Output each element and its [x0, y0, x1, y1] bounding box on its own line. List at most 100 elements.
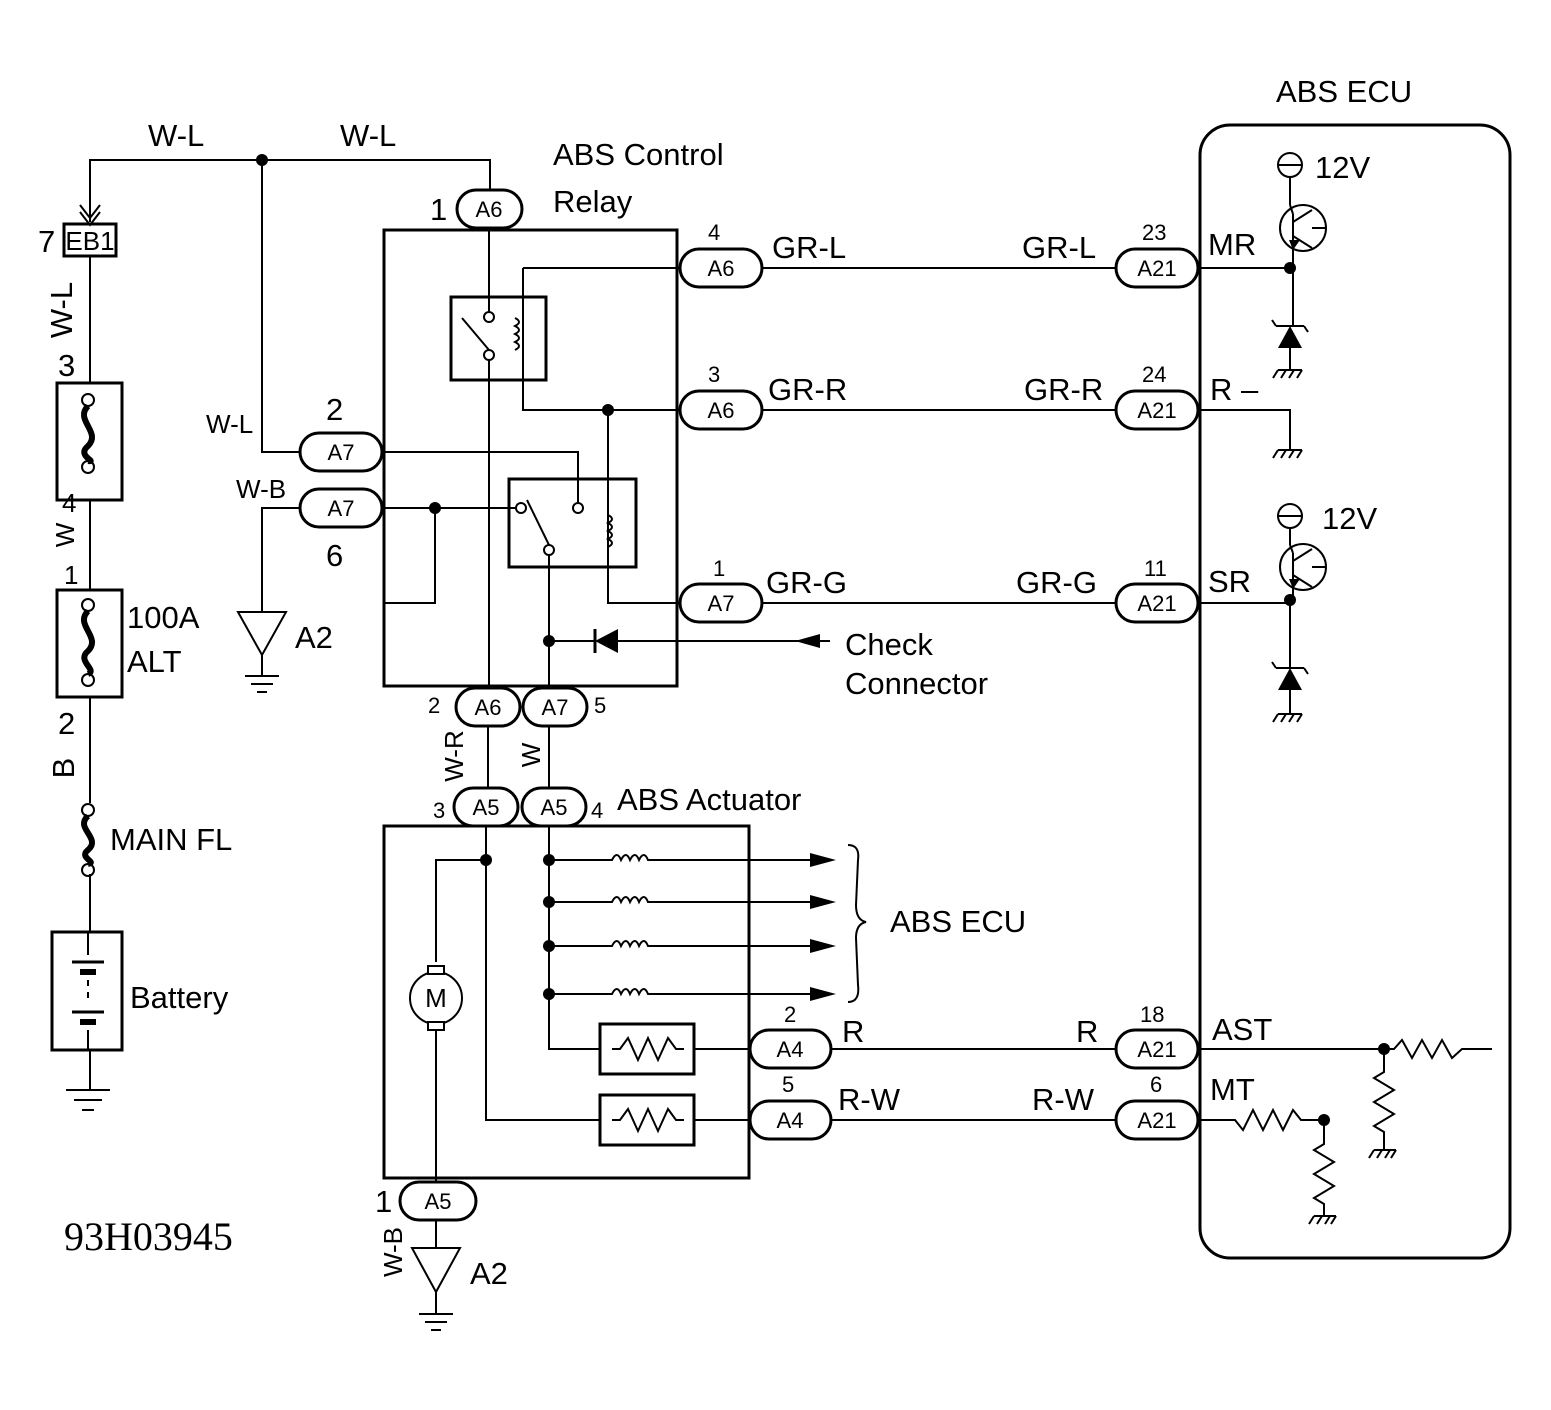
connector-a5-bottom: A5 — [425, 1189, 452, 1214]
wire-r-left: R — [842, 1014, 864, 1049]
pin-a4-r: 2 — [784, 1002, 796, 1027]
connector-a5-right: A5 — [541, 795, 568, 820]
actuator-ground-a2: A5 — [398, 1180, 478, 1331]
alt-fuse-rating: 100A — [127, 600, 200, 635]
wire-w-vertical: W — [50, 522, 80, 547]
connector-a21-mr: A21 — [1137, 256, 1176, 281]
wire-grg-left: GR-G — [766, 565, 847, 600]
pin-a21-r: 24 — [1142, 362, 1166, 387]
connector-a7-bottom: A7 — [542, 695, 569, 720]
check-connector-line2: Connector — [845, 666, 988, 701]
r-minus-ground — [1198, 409, 1303, 459]
wire-r-right: R — [1076, 1014, 1098, 1049]
pin-a6-bottom: 2 — [428, 693, 440, 718]
pin-a21-mr: 23 — [1142, 220, 1166, 245]
pin-fuse-top: 3 — [58, 348, 75, 383]
pin-fuse-bottom: 4 — [62, 488, 76, 518]
pin-a5-right: 4 — [591, 798, 603, 823]
connector-a21-r: A21 — [1137, 398, 1176, 423]
pin-a6-grl: 4 — [708, 220, 720, 245]
ground-a2-actuator-label: A2 — [470, 1256, 508, 1291]
connector-a7-upper: A7 — [328, 440, 355, 465]
solenoid-coils — [549, 853, 836, 1001]
wire-wl-top-right: W-L — [340, 118, 396, 153]
ecu-title: ABS ECU — [1276, 74, 1412, 109]
wire-wr-vertical: W-R — [439, 730, 469, 782]
wire-wb-actuator: W-B — [378, 1227, 408, 1277]
terminal-sr: SR — [1208, 564, 1251, 599]
wire-grg-right: GR-G — [1016, 565, 1097, 600]
connector-a7-lower: A7 — [328, 496, 355, 521]
wire-grr-right: GR-R — [1024, 372, 1103, 407]
wire-rw-left: R-W — [838, 1082, 901, 1117]
relay-connectors: A6 A7 A7 A6 A6 A7 A6 A7 — [298, 188, 764, 728]
relay-title-line2: Relay — [553, 184, 633, 219]
mr-transistor-circuit — [1198, 152, 1327, 379]
signal-wires: A4 A4 — [748, 267, 1116, 1141]
battery-label: Battery — [130, 980, 229, 1015]
wire-b-vertical: B — [46, 758, 81, 779]
fuse-wl — [55, 381, 124, 502]
connector-a6-grr: A6 — [708, 398, 735, 423]
wire-grl-left: GR-L — [772, 230, 846, 265]
pin-a6-top: 1 — [430, 192, 447, 227]
abs-ecu: A21 A21 A21 A21 A21 — [1114, 123, 1512, 1260]
pin-a5-bottom: 1 — [375, 1184, 392, 1219]
wire-wl-top-left: W-L — [148, 118, 204, 153]
terminal-mr: MR — [1208, 227, 1256, 262]
eb1-label: EB1 — [65, 226, 114, 256]
pin-alt-bottom: 2 — [58, 706, 75, 741]
connector-a7-grg: A7 — [708, 591, 735, 616]
pin-a21-ast: 18 — [1140, 1002, 1164, 1027]
relay-ground-a2 — [236, 507, 300, 693]
pin-a5-left: 3 — [433, 798, 445, 823]
sr-transistor-circuit — [1198, 503, 1327, 723]
pin-a7-lower: 6 — [326, 538, 343, 573]
pin-a7-upper: 2 — [326, 392, 343, 427]
motor-icon — [409, 965, 463, 1031]
connector-a6-top: A6 — [476, 197, 503, 222]
ground-icon — [66, 1089, 110, 1111]
wire-grr-left: GR-R — [768, 372, 847, 407]
terminal-mt: MT — [1210, 1072, 1255, 1107]
wire-wl-vertical: W-L — [44, 282, 79, 338]
power-feed — [50, 154, 491, 1111]
wire-grl-right: GR-L — [1022, 230, 1096, 265]
diagram-code: 93H03945 — [64, 1214, 233, 1259]
abs-control-relay — [382, 222, 830, 688]
connector-a5-left: A5 — [473, 795, 500, 820]
connector-a4-r: A4 — [777, 1037, 804, 1062]
fusible-link-main — [81, 803, 95, 877]
main-fl-label: MAIN FL — [110, 822, 232, 857]
pin-a7-grg: 1 — [713, 556, 725, 581]
supply-12v-mr: 12V — [1315, 150, 1370, 185]
labels: ABS ECU ABS Control Relay ABS Actuator A… — [38, 74, 1412, 1291]
relay-title-line1: ABS Control — [553, 137, 724, 172]
pin-a6-grr: 3 — [708, 362, 720, 387]
check-connector-line1: Check — [845, 627, 933, 662]
ast-resistor-network — [1198, 1037, 1492, 1159]
connector-a21-sr: A21 — [1137, 591, 1176, 616]
fuse-alt-100a — [55, 588, 124, 699]
connector-a6-bottom: A6 — [475, 695, 502, 720]
pin-eb1: 7 — [38, 224, 55, 259]
abs-actuator: A5 A5 — [382, 786, 867, 1182]
wire-wb-relay: W-B — [236, 474, 286, 504]
ground-a2-relay-label: A2 — [295, 620, 333, 655]
pin-a7-bottom: 5 — [594, 693, 606, 718]
pin-alt-top: 1 — [64, 560, 78, 590]
terminal-r-minus: R – — [1210, 372, 1259, 407]
actuator-title: ABS Actuator — [617, 782, 801, 817]
wire-wl-relay: W-L — [206, 409, 253, 439]
mt-resistor-network — [1198, 1107, 1337, 1225]
battery-symbol — [50, 930, 124, 1052]
connector-a21-ast: A21 — [1137, 1037, 1176, 1062]
connector-a6-grl: A6 — [708, 256, 735, 281]
wire-rw-right: R-W — [1032, 1082, 1095, 1117]
wire-w-actuator: W — [516, 742, 546, 767]
actuator-output-label: ABS ECU — [890, 904, 1026, 939]
pin-a21-mt: 6 — [1150, 1072, 1162, 1097]
connector-a21-mt: A21 — [1137, 1108, 1176, 1133]
terminal-ast: AST — [1212, 1012, 1272, 1047]
